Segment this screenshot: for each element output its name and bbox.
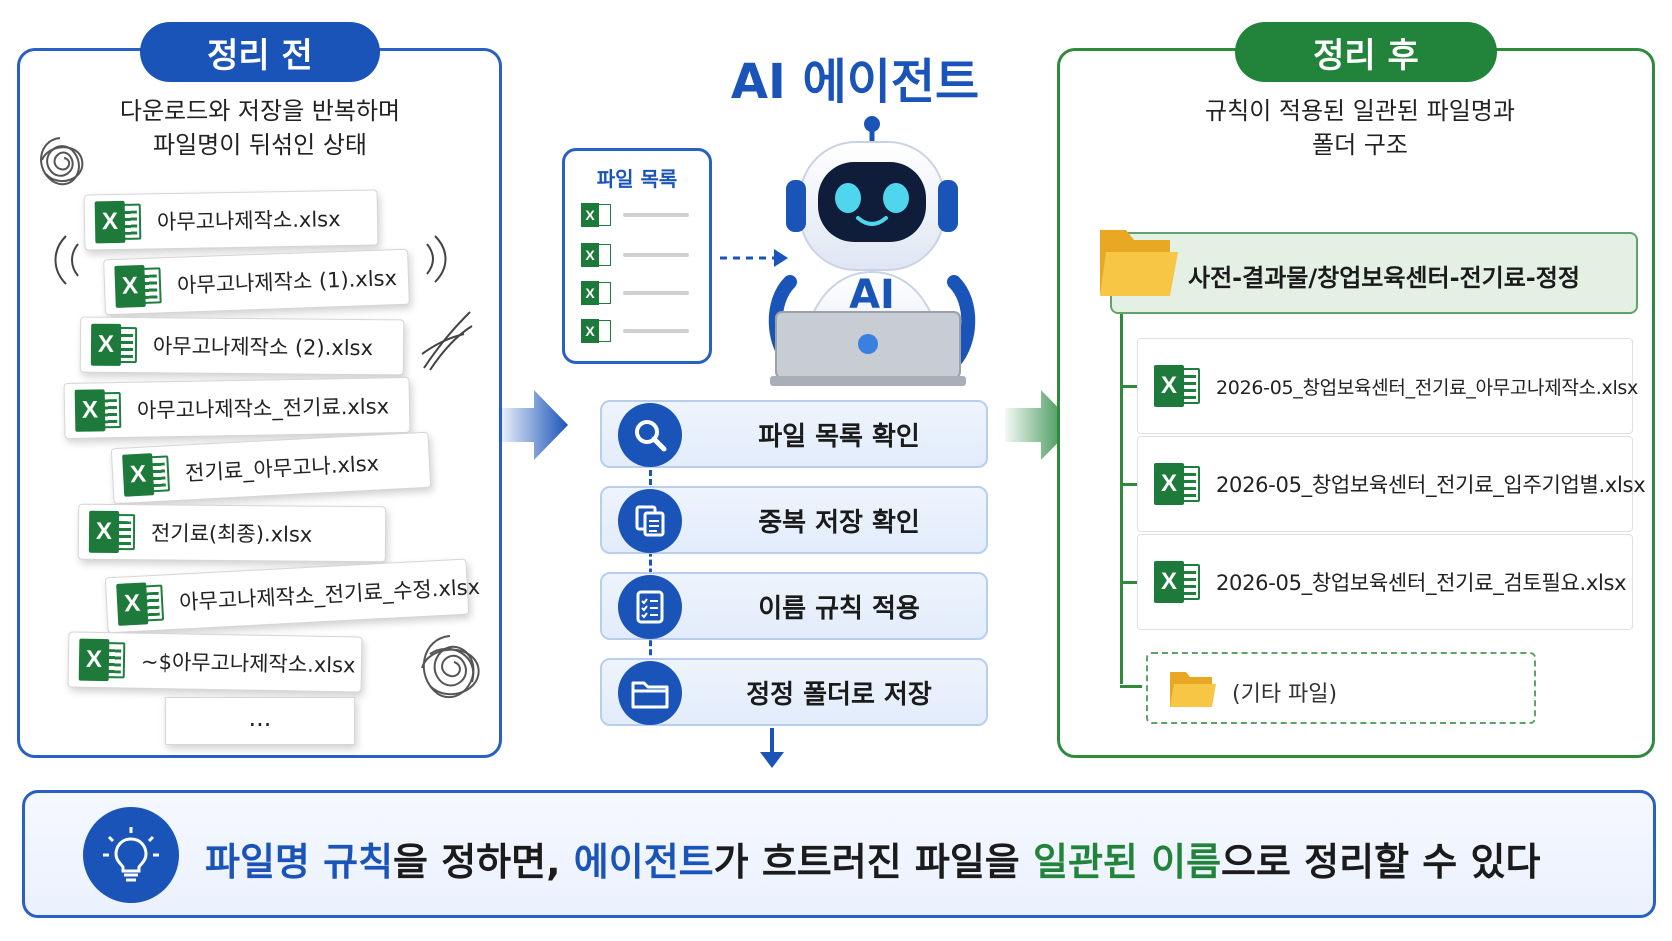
checklist-icon xyxy=(618,575,682,639)
file-card[interactable]: X 전기료(최종).xlsx xyxy=(77,503,387,563)
result-file-name: 2026-05_창업보육센터_전기료_검토필요.xlsx xyxy=(1216,571,1627,595)
step-apply-rules: 이름 규칙 적용 xyxy=(600,572,988,640)
before-desc-line1: 다운로드와 저장을 반복하며 xyxy=(119,97,401,125)
file-card[interactable]: X 아무고나제작소.xlsx xyxy=(83,189,379,251)
tree-connector xyxy=(1120,314,1123,684)
summary-text-part: 으로 정리할 수 있다 xyxy=(1221,840,1541,884)
arrow-down-icon xyxy=(760,728,784,768)
tree-branch xyxy=(1120,685,1142,688)
list-item: X xyxy=(581,319,689,343)
summary-text-part: 가 흐트러진 파일을 xyxy=(713,840,1033,884)
result-file-name: 2026-05_창업보육센터_전기료_입주기업별.xlsx xyxy=(1216,473,1646,497)
excel-icon: X xyxy=(122,452,172,497)
file-name: 전기료(최종).xlsx xyxy=(150,521,313,547)
result-file-row[interactable]: X 2026-05_창업보육센터_전기료_검토필요.xlsx xyxy=(1137,534,1633,630)
scribble-icon xyxy=(421,635,480,698)
result-file-row[interactable]: X 2026-05_창업보육센터_전기료_아무고나제작소.xlsx xyxy=(1137,338,1638,434)
file-list-title: 파일 목록 xyxy=(596,167,678,191)
file-name: 아무고나제작소_전기료.xlsx xyxy=(136,394,390,423)
before-desc-line2: 파일명이 뒤섞인 상태 xyxy=(153,131,367,159)
robot-badge: AI xyxy=(849,272,895,318)
excel-icon: X xyxy=(581,281,599,305)
excel-icon: X xyxy=(1154,561,1202,603)
laptop-icon xyxy=(770,311,966,386)
before-description: 다운로드와 저장을 반복하며 파일명이 뒤섞인 상태 xyxy=(40,94,480,162)
tree-branch xyxy=(1120,483,1142,486)
excel-icon: X xyxy=(88,510,137,554)
other-files-folder[interactable]: (기타 파일) xyxy=(1146,652,1536,724)
summary-text: 파일명 규칙을 정하면, 에이전트가 흐트러진 파일을 일관된 이름으로 정리할… xyxy=(205,831,1540,886)
list-item: X xyxy=(581,281,689,305)
summary-highlight: 파일명 규칙 xyxy=(205,840,394,884)
motion-marks-icon xyxy=(54,235,79,285)
summary-highlight: 일관된 이름 xyxy=(1033,840,1222,884)
file-card[interactable]: X 아무고나제작소_전기료.xlsx xyxy=(63,376,411,440)
arrow-right-icon xyxy=(498,390,568,460)
step-label: 파일 목록 확인 xyxy=(758,421,920,452)
other-files-label: (기타 파일) xyxy=(1232,682,1338,707)
result-file-name: 2026-05_창업보육센터_전기료_아무고나제작소.xlsx xyxy=(1216,376,1638,399)
folder-icon xyxy=(1170,672,1216,707)
list-item: X xyxy=(581,203,689,227)
file-name: 아무고나제작소.xlsx xyxy=(156,207,341,235)
scribble-icon xyxy=(40,137,84,186)
file-name: 아무고나제작소 (1).xlsx xyxy=(176,266,398,298)
after-title-pill: 정리 후 xyxy=(1235,22,1497,82)
more-files-card: ... xyxy=(165,697,355,745)
after-desc-line1: 규칙이 적용된 일관된 파일명과 xyxy=(1205,97,1515,125)
file-name: 아무고나제작소 (2).xlsx xyxy=(152,334,374,361)
step-label: 이름 규칙 적용 xyxy=(758,593,920,624)
step-list-files: 파일 목록 확인 xyxy=(600,400,988,468)
result-file-row[interactable]: X 2026-05_창업보육센터_전기료_입주기업별.xlsx xyxy=(1137,436,1646,532)
tree-branch xyxy=(1120,385,1142,388)
after-desc-line2: 폴더 구조 xyxy=(1312,131,1408,159)
file-card[interactable]: X 아무고나제작소 (1).xlsx xyxy=(103,248,410,316)
summary-text-part: 을 정하면, xyxy=(393,840,574,884)
summary-highlight: 에이전트 xyxy=(573,840,714,884)
excel-icon: X xyxy=(1154,365,1202,407)
lightbulb-icon xyxy=(83,807,179,903)
excel-icon: X xyxy=(581,203,599,227)
excel-icon: X xyxy=(94,200,144,244)
excel-icon: X xyxy=(78,638,128,682)
list-item: X xyxy=(581,243,689,267)
excel-icon: X xyxy=(74,389,124,432)
excel-icon: X xyxy=(581,243,599,267)
step-label: 중복 저장 확인 xyxy=(758,507,920,538)
folder-icon xyxy=(618,661,682,725)
excel-icon: X xyxy=(114,264,163,308)
file-name: 아무고나제작소_전기료_수정.xlsx xyxy=(178,574,481,615)
file-list-card: 파일 목록 X X X X xyxy=(562,148,712,364)
tree-branch xyxy=(1120,581,1142,584)
step-save-folder: 정정 폴더로 저장 xyxy=(600,658,988,726)
search-icon xyxy=(618,403,682,467)
file-name: 전기료_아무고나.xlsx xyxy=(184,451,380,486)
after-description: 규칙이 적용된 일관된 파일명과 폴더 구조 xyxy=(1110,94,1610,162)
before-title-pill: 정리 전 xyxy=(140,22,380,82)
motion-marks-icon xyxy=(426,235,447,283)
result-folder-name: 사전-결과물/창업보육센터-전기료-정정 xyxy=(1188,264,1580,292)
excel-icon: X xyxy=(1154,463,1202,505)
summary-bar: 파일명 규칙을 정하면, 에이전트가 흐트러진 파일을 일관된 이름으로 정리할… xyxy=(22,790,1656,918)
copy-icon xyxy=(618,489,682,553)
step-label: 정정 폴더로 저장 xyxy=(746,679,932,710)
file-card[interactable]: X 아무고나제작소 (2).xlsx xyxy=(79,316,405,376)
excel-icon: X xyxy=(116,581,166,626)
excel-icon: X xyxy=(581,319,599,343)
agent-title: AI 에이전트 xyxy=(730,54,980,110)
scribble-lines-icon xyxy=(421,311,473,371)
dashed-arrow-icon xyxy=(720,249,788,267)
step-check-duplicates: 중복 저장 확인 xyxy=(600,486,988,554)
excel-icon: X xyxy=(90,323,139,366)
file-name: ~$아무고나제작소.xlsx xyxy=(140,649,356,678)
file-card[interactable]: X ~$아무고나제작소.xlsx xyxy=(67,631,363,693)
folder-icon xyxy=(1100,230,1178,296)
result-folder[interactable]: 사전-결과물/창업보육센터-전기료-정정 xyxy=(1100,230,1638,314)
